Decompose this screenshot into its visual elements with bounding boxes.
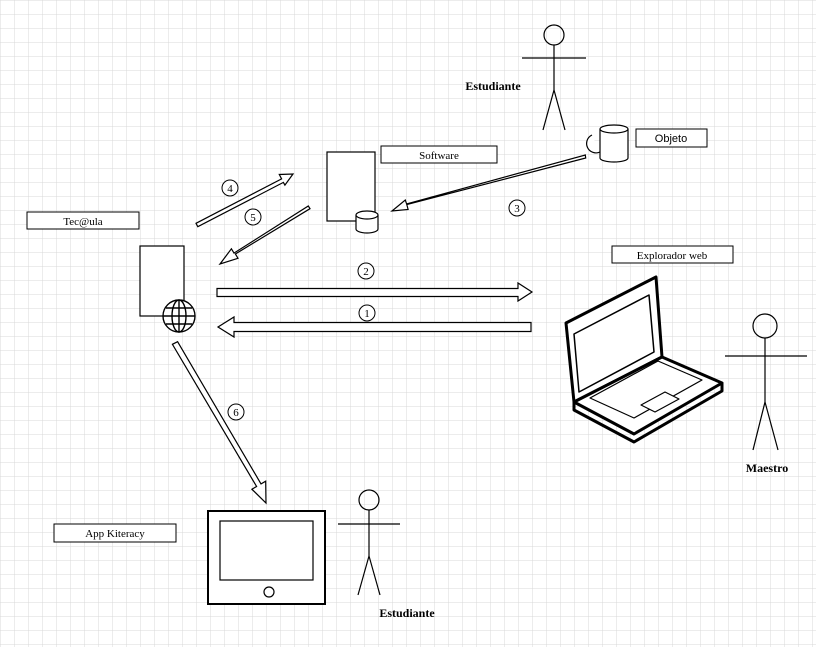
tecula-label-text: Tec@ula (63, 216, 102, 228)
objeto-label: Objeto (636, 129, 707, 147)
explorador-label-text: Explorador web (637, 250, 708, 262)
tecula-label: Tec@ula (27, 212, 139, 229)
database-icon (356, 211, 378, 233)
app-label-text: App Kiteracy (85, 528, 145, 540)
objeto-label-text: Objeto (655, 133, 687, 145)
software-label: Software (381, 146, 497, 163)
step-6-marker: 6 (228, 404, 244, 420)
step-4-number: 4 (227, 183, 233, 195)
step-1-number: 1 (364, 308, 370, 320)
step-3-number: 3 (514, 203, 520, 215)
app-label: App Kiteracy (54, 524, 176, 542)
software-label-text: Software (419, 150, 459, 162)
step-2-number: 2 (363, 266, 369, 278)
step-4-marker: 4 (222, 180, 238, 196)
student-top-caption: Estudiante (465, 79, 521, 93)
step-1-marker: 1 (359, 305, 375, 321)
step-5-marker: 5 (245, 209, 261, 225)
step-3-marker: 3 (509, 200, 525, 216)
globe-icon (163, 300, 195, 332)
explorador-label: Explorador web (612, 246, 733, 263)
step-6-number: 6 (233, 407, 239, 419)
student-bottom-caption: Estudiante (379, 606, 435, 620)
step-5-number: 5 (250, 212, 256, 224)
tablet-icon (208, 511, 325, 604)
step-2-marker: 2 (358, 263, 374, 279)
teacher-caption: Maestro (746, 461, 788, 475)
